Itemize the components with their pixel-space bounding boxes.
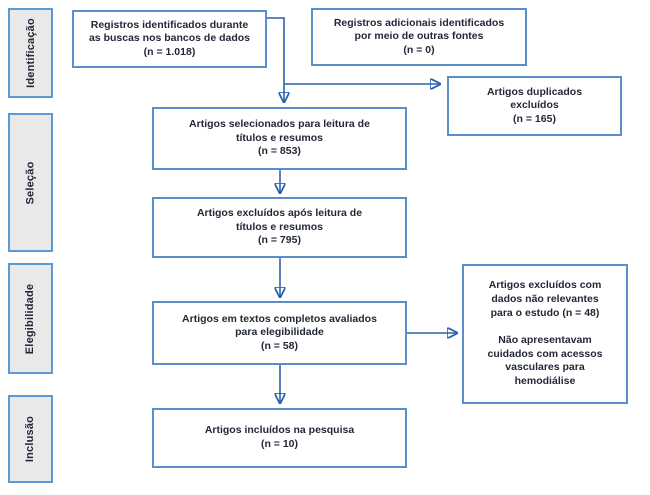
stage-elegibilidade: Elegibilidade [8,263,53,374]
stage-identificacao: Identificação [8,8,53,98]
box-screened: Artigos selecionados para leitura de tít… [152,107,407,170]
box-records-identified: Registros identificados durante as busca… [72,10,267,68]
box-fulltext-excluded: Artigos excluídos com dados não relevant… [462,264,628,404]
box-records-additional: Registros adicionais identificados por m… [311,8,527,66]
connector-identified-to-screened [267,17,284,102]
box-records-additional-text: Registros adicionais identificados por m… [333,16,505,56]
stage-identificacao-label: Identificação [24,18,37,88]
stage-elegibilidade-label: Elegibilidade [24,283,37,354]
stage-inclusao: Inclusão [8,395,53,483]
box-included: Artigos incluídos na pesquisa (n = 10) [152,408,407,468]
box-records-identified-text: Registros identificados durante as busca… [88,18,251,58]
box-duplicates-excluded: Artigos duplicados excluídos (n = 165) [447,76,622,136]
box-duplicates-excluded-text: Artigos duplicados excluídos (n = 165) [486,85,583,125]
stage-selecao-label: Seleção [24,161,37,204]
box-fulltext-excluded-text: Artigos excluídos com dados não relevant… [487,279,603,387]
box-included-text: Artigos incluídos na pesquisa (n = 10) [204,424,355,450]
box-fulltext-assessed-text: Artigos em textos completos avaliados pa… [182,312,377,352]
stage-inclusao-label: Inclusão [24,415,37,463]
box-screened-text: Artigos selecionados para leitura de tít… [189,118,370,158]
box-excluded-screening-text: Artigos excluídos após leitura de título… [196,207,363,247]
box-fulltext-assessed: Artigos em textos completos avaliados pa… [152,301,407,365]
box-excluded-screening: Artigos excluídos após leitura de título… [152,197,407,258]
stage-selecao: Seleção [8,113,53,252]
